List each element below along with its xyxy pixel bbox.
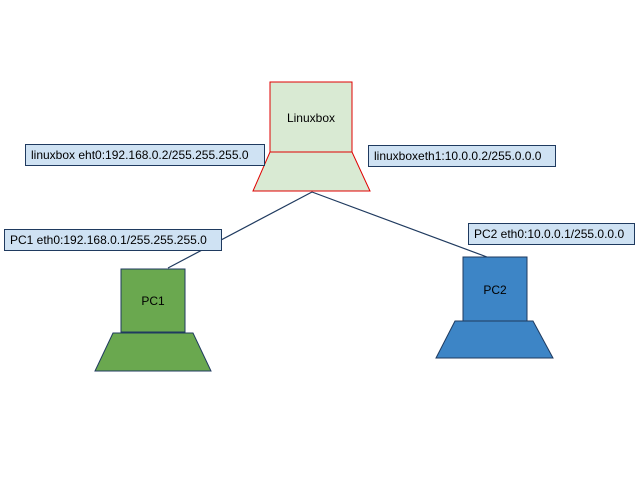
pc2-label: PC2	[483, 283, 507, 297]
linuxbox-eth0-label: linuxbox eht0:192.168.0.2/255.255.255.0	[25, 144, 265, 166]
pc2-eth0-label: PC2 eth0:10.0.0.1/255.0.0.0	[468, 223, 635, 245]
linuxbox-node[interactable]: Linuxbox	[252, 81, 371, 192]
pc2-monitor	[462, 256, 528, 322]
pc1-monitor	[120, 268, 186, 333]
pc1-node[interactable]: PC1	[94, 268, 212, 372]
pc1-label: PC1	[141, 294, 165, 308]
pc2-base	[435, 320, 554, 359]
pc1-eth0-label: PC1 eth0:192.168.0.1/255.255.255.0	[4, 229, 222, 251]
pc1-base	[94, 332, 212, 372]
link-linuxbox-pc2	[311, 191, 488, 258]
linuxbox-label: Linuxbox	[287, 111, 335, 125]
linuxbox-base	[252, 151, 371, 192]
pc2-node[interactable]: PC2	[435, 256, 554, 359]
linuxbox-eth1-label: linuxboxeth1:10.0.0.2/255.0.0.0	[368, 145, 556, 167]
link-linuxbox-pc1	[167, 191, 313, 269]
linuxbox-monitor	[269, 81, 353, 153]
